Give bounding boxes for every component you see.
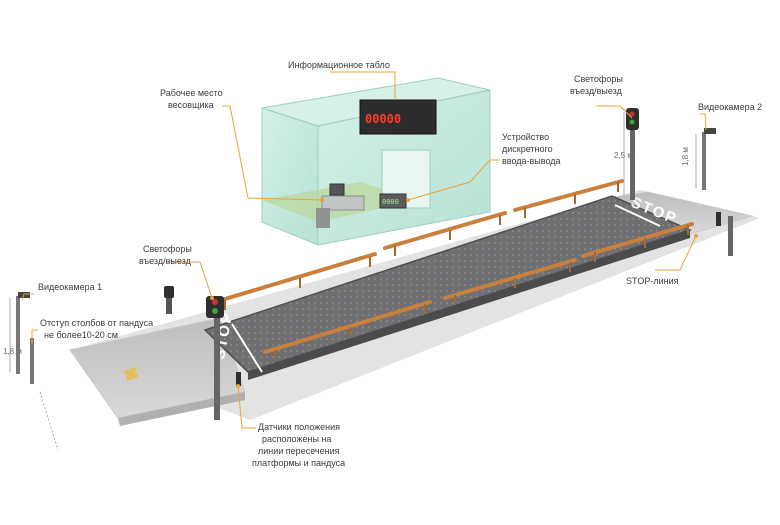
info-board-display [359,99,437,135]
label-pole-offset-1: Отступ столбов от пандуса [40,318,153,328]
label-info-board: Информационное табло [288,60,390,70]
leader-lines [21,71,707,429]
label-traffic-lights-right-1: Светофоры [574,74,623,84]
label-pole-offset-2: не более10-20 см [44,330,118,340]
traffic-light-left-pair [164,286,224,420]
stop-line-left [231,323,263,373]
dim-camera-height-right: 1,8 м [681,147,690,166]
weigher-chair [316,208,330,228]
label-sensors-3: линии пересечения [258,446,340,456]
leader-dots [210,198,698,388]
platform-side [248,230,690,380]
label-camera-2: Видеокамера 2 [698,102,762,112]
camera-2-pole [702,128,716,190]
traffic-light-right [626,108,639,200]
weigher-pc [329,183,345,196]
label-traffic-lights-right-2: въезд/выезд [570,86,623,96]
dim-camera-height-left: 1,8 м [3,347,22,356]
rail-posts [224,182,689,360]
label-camera-1: Видеокамера 1 [38,282,102,292]
label-stop-line: STOP-линия [626,276,679,286]
weigher-desk [321,195,365,211]
position-sensors [236,212,733,386]
label-sensors-4: платформы и пандуса [252,458,345,468]
label-io-device-3: ввода-вывода [502,156,561,166]
io-device-readout: 0000 [382,198,399,206]
label-sensors-2: расположены на [262,434,331,444]
label-traffic-lights-left-2: въезд/выезд [139,256,192,266]
stop-line-right [614,204,661,227]
label-weigher-workplace-2: весовщика [168,100,214,110]
dim-pole-height-right: 2,5 м [614,151,633,160]
label-sensors-1: Датчики положения [258,422,340,432]
operator-booth: 0000 00000 [261,77,491,246]
label-io-device-2: дискретного [502,144,553,154]
label-traffic-lights-left-1: Светофоры [143,244,192,254]
guard-rails [213,179,694,354]
camera-1-pole [16,292,34,384]
ramp-arrow-marking [122,366,139,381]
label-io-device-1: Устройство [502,132,549,142]
io-device [379,193,407,209]
info-board-digits: 00000 [365,112,401,126]
left-ramp-side [118,392,245,426]
dimension-lines [9,112,697,451]
label-weigher-workplace-1: Рабочее место [160,88,223,98]
